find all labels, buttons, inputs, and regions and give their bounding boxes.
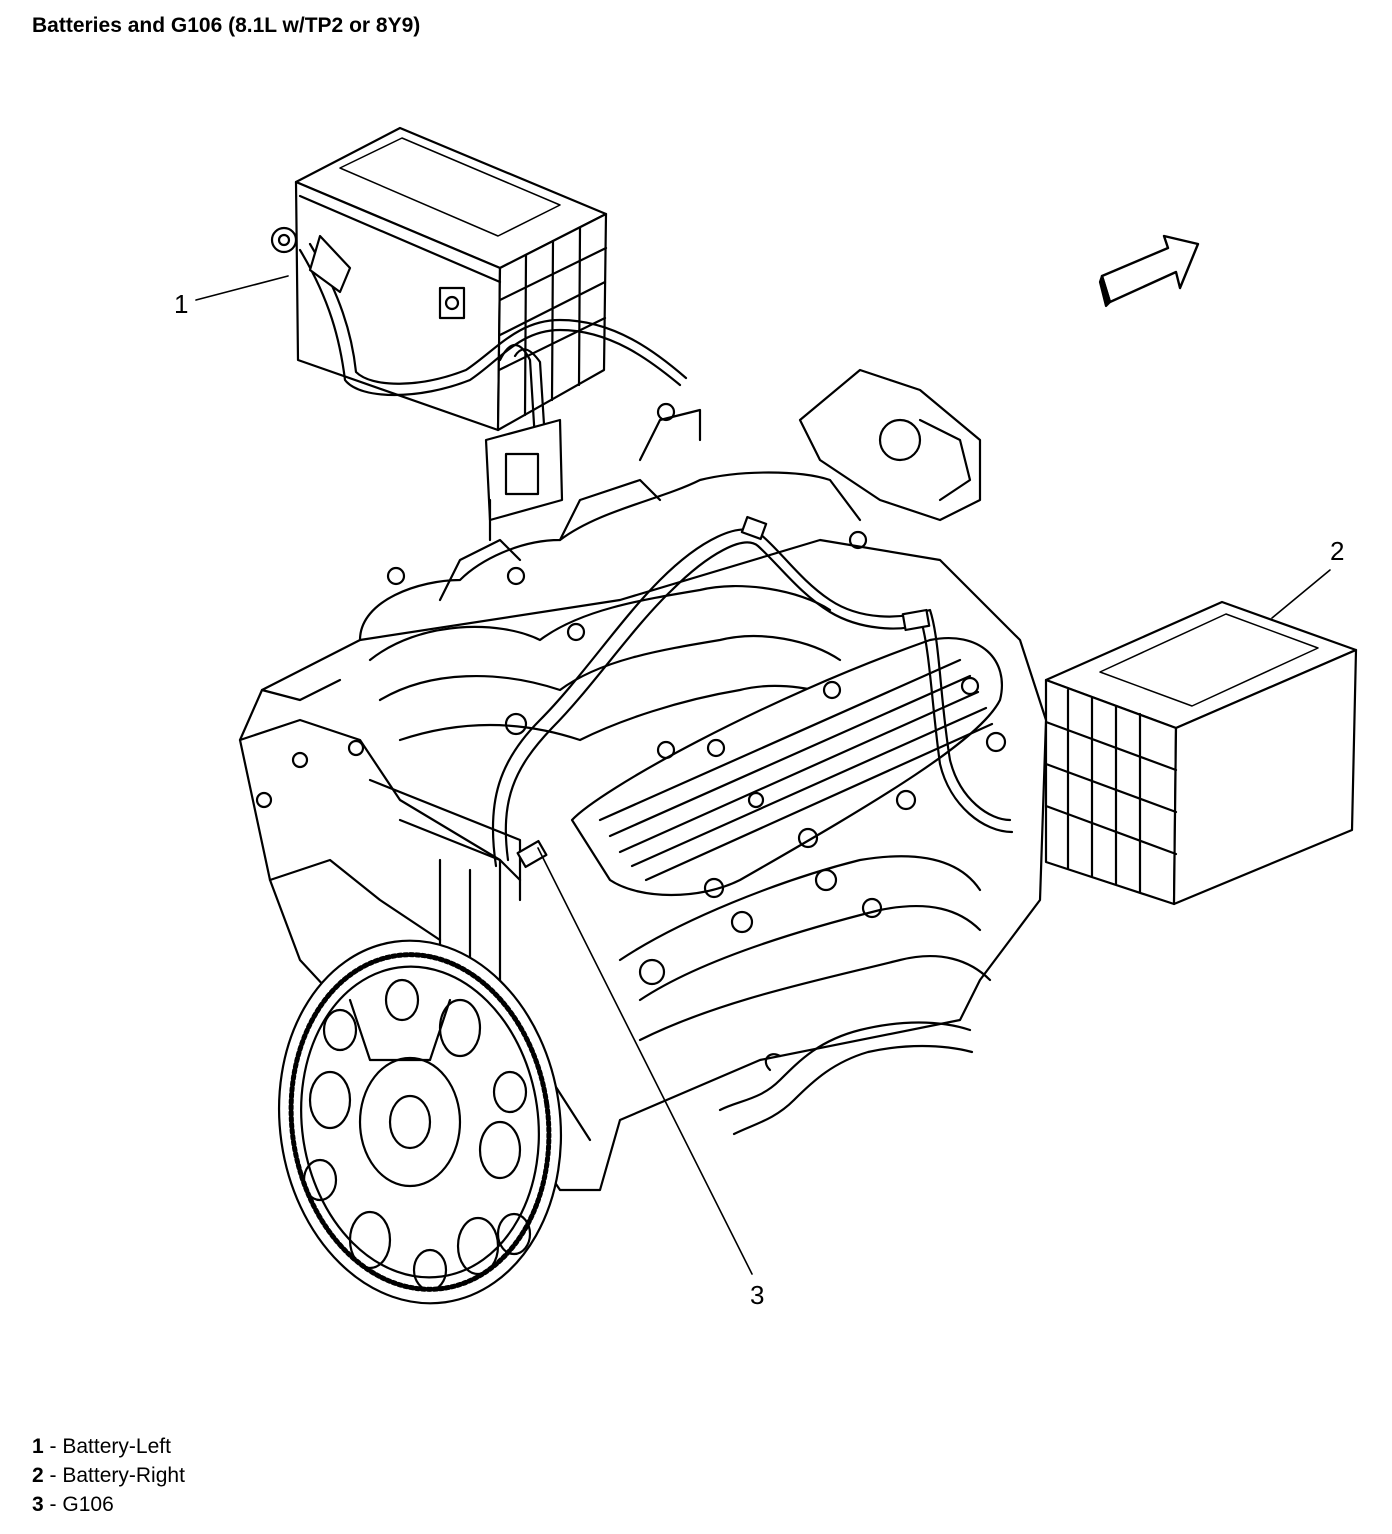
battery-left — [270, 126, 688, 442]
callout-1-leader — [195, 275, 289, 301]
legend-number: 2 — [32, 1464, 44, 1487]
legend: 1 - Battery-Left 2 - Battery-Right 3 - G… — [32, 1432, 185, 1519]
forward-arrow-icon — [1098, 234, 1200, 308]
junction-block — [484, 418, 564, 542]
callout-2-number: 2 — [1330, 536, 1344, 566]
legend-item-2: 2 - Battery-Right — [32, 1461, 185, 1490]
flywheel — [277, 939, 563, 1305]
legend-item-3: 3 - G106 — [32, 1490, 185, 1519]
legend-label: G106 — [62, 1493, 114, 1516]
legend-separator: - — [49, 1464, 57, 1487]
battery-right — [1044, 600, 1358, 906]
legend-separator: - — [49, 1493, 57, 1516]
legend-separator: - — [49, 1435, 57, 1458]
callout-1-number: 1 — [174, 289, 188, 319]
legend-item-1: 1 - Battery-Left — [32, 1432, 185, 1461]
callout-3-leader — [537, 847, 753, 1275]
page-title: Batteries and G106 (8.1L w/TP2 or 8Y9) — [32, 14, 421, 37]
legend-number: 1 — [32, 1435, 44, 1458]
callout-2-leader — [1271, 569, 1331, 619]
legend-label: Battery-Left — [62, 1435, 171, 1458]
callout-3-number: 3 — [750, 1280, 764, 1310]
legend-label: Battery-Right — [62, 1464, 185, 1487]
legend-number: 3 — [32, 1493, 44, 1516]
